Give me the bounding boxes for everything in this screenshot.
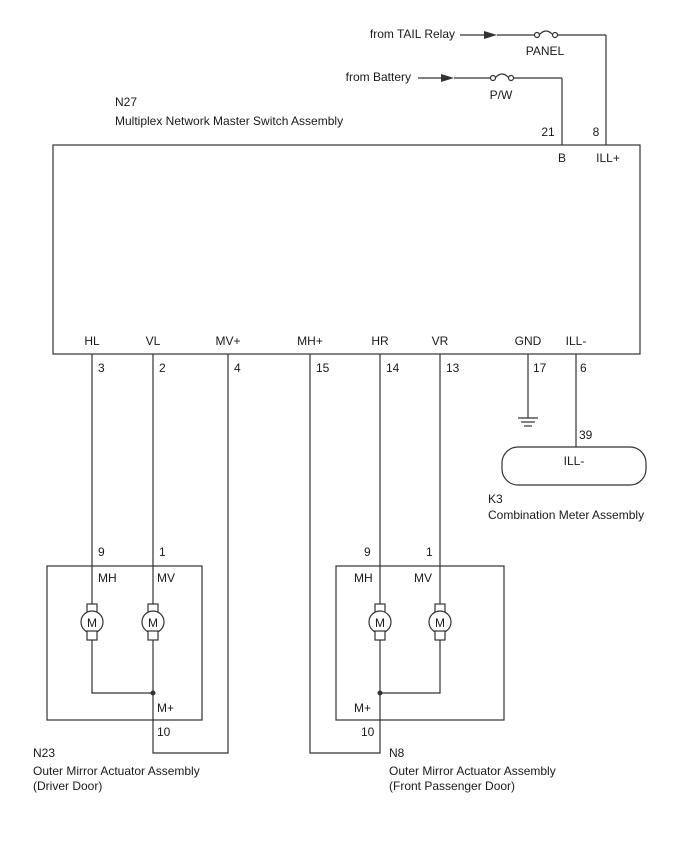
combination-meter-code: K3: [488, 492, 503, 506]
terminal-label: ILL-: [564, 454, 585, 468]
terminal-label: ILL+: [596, 151, 620, 165]
pin-number: 13: [446, 361, 460, 375]
driver-mirror-actuator: 9 1 MH MV M M M+ 10 N23 Outer Mirror Act…: [33, 545, 203, 793]
pin-number: 9: [364, 545, 371, 559]
pin-number: 9: [98, 545, 105, 559]
master-switch-name: Multiplex Network Master Switch Assembly: [115, 114, 343, 128]
combination-meter-assembly: 39 ILL- K3 Combination Meter Assembly: [488, 428, 647, 522]
pin-number: 39: [579, 428, 593, 442]
terminal-label: B: [558, 151, 566, 165]
battery-label: from Battery: [346, 70, 411, 84]
passenger-actuator-location: (Front Passenger Door): [389, 779, 515, 793]
pin-number: 10: [157, 725, 171, 739]
terminal-label: HL: [84, 334, 100, 348]
passenger-actuator-box: [335, 565, 505, 721]
terminal-label: ILL-: [566, 334, 587, 348]
pin-number: 1: [426, 545, 433, 559]
master-switch-code: N27: [115, 95, 137, 109]
terminal-label: MH+: [297, 334, 323, 348]
wires: [91, 354, 577, 754]
passenger-mirror-actuator: 9 1 MH MV M M M+ 10 N8 Outer Mirror Actu…: [335, 545, 556, 793]
passenger-actuator-name: Outer Mirror Actuator Assembly: [389, 764, 556, 778]
fuse-icon: [494, 73, 510, 79]
battery-feed: from Battery P/W: [346, 70, 562, 102]
pin-number: 21: [541, 125, 555, 139]
terminal-label: MV: [414, 571, 432, 585]
master-switch-assembly: N27 Multiplex Network Master Switch Asse…: [52, 95, 641, 375]
master-switch-box: [52, 144, 641, 355]
terminal-label: M+: [354, 701, 371, 715]
terminal-label: MH: [98, 571, 117, 585]
arrow-icon: [441, 74, 454, 82]
motor-label: M: [148, 616, 158, 630]
fuse-icon: [538, 30, 554, 36]
combination-meter-name: Combination Meter Assembly: [488, 508, 644, 522]
pin-number: 15: [316, 361, 330, 375]
motor-label: M: [87, 616, 97, 630]
driver-actuator-box: [46, 565, 203, 721]
terminal-label: M+: [157, 701, 174, 715]
ground-icon: [518, 417, 538, 427]
terminal-label: HR: [371, 334, 389, 348]
pin-number: 17: [533, 361, 547, 375]
pin-number: 8: [593, 125, 600, 139]
terminal-label: MV: [157, 571, 175, 585]
pin-number: 14: [386, 361, 400, 375]
pw-fuse-label: P/W: [490, 88, 513, 102]
combination-meter-box: [501, 446, 647, 486]
pin-number: 10: [361, 725, 375, 739]
tail-relay-label: from TAIL Relay: [370, 27, 455, 41]
motor-label: M: [375, 616, 385, 630]
pin-number: 4: [234, 361, 241, 375]
pin-number: 3: [98, 361, 105, 375]
terminal-label: VL: [146, 334, 161, 348]
pin-number: 1: [159, 545, 166, 559]
motor-label: M: [435, 616, 445, 630]
pin-number: 6: [580, 361, 587, 375]
driver-actuator-name: Outer Mirror Actuator Assembly: [33, 764, 200, 778]
driver-actuator-code: N23: [33, 746, 55, 760]
tail-relay-feed: from TAIL Relay PANEL: [370, 27, 606, 58]
driver-actuator-location: (Driver Door): [33, 779, 102, 793]
terminal-label: MV+: [215, 334, 240, 348]
terminal-label: VR: [432, 334, 449, 348]
panel-fuse-label: PANEL: [526, 44, 565, 58]
passenger-actuator-code: N8: [389, 746, 405, 760]
arrow-icon: [484, 31, 497, 39]
pin-number: 2: [159, 361, 166, 375]
terminal-label: MH: [354, 571, 373, 585]
terminal-label: GND: [515, 334, 542, 348]
